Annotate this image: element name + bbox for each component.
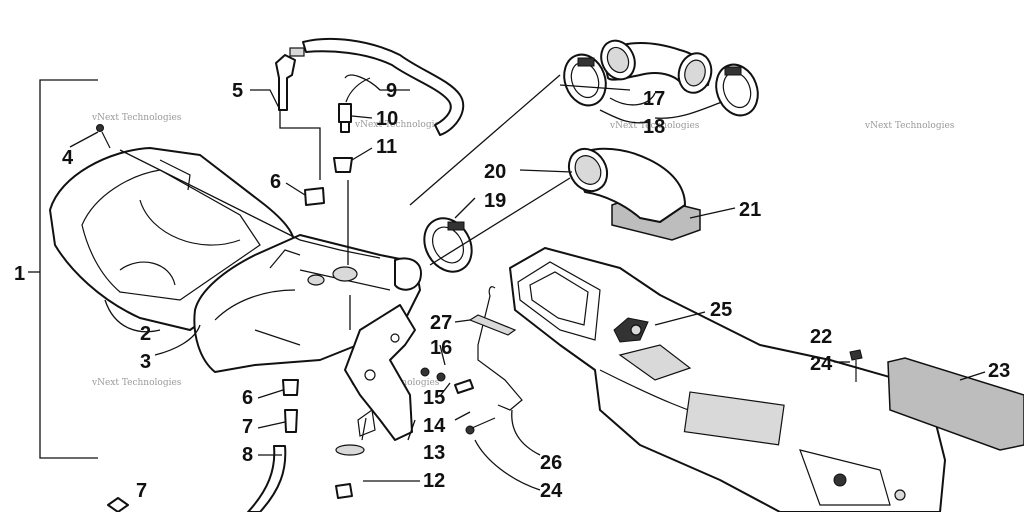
callout-27: 27 <box>430 312 452 334</box>
grommet-6-top <box>304 187 325 206</box>
watermark-4: vNext Technologies <box>864 121 955 131</box>
small-hardware <box>335 367 496 499</box>
callout-6-top: 6 <box>270 171 281 193</box>
foam-pad <box>887 357 1024 451</box>
lower-drain <box>107 379 299 512</box>
callout-13: 13 <box>423 442 445 464</box>
wire-clip <box>477 286 523 411</box>
callout-11: 11 <box>376 136 397 158</box>
watermark-1: vNext Technologies <box>91 113 182 123</box>
callout-5: 5 <box>232 80 243 102</box>
callout-15: 15 <box>423 387 445 409</box>
callout-7-bottom: 7 <box>136 480 147 502</box>
callout-1: 1 <box>14 263 25 285</box>
elbow-boot <box>600 39 713 94</box>
mount-bracket <box>344 304 416 441</box>
callout-24-top: 24 <box>810 353 833 375</box>
grommet-11 <box>333 157 353 173</box>
callout-22: 22 <box>810 326 832 348</box>
elbow-fitting <box>275 47 305 111</box>
callout-24-bottom: 24 <box>540 480 563 502</box>
callout-2: 2 <box>140 323 151 345</box>
screw-4 <box>96 124 111 149</box>
watermark-3: vNext Technologies <box>609 121 700 131</box>
callout-20: 20 <box>484 161 506 183</box>
assembly-bracket <box>39 79 98 459</box>
callout-10: 10 <box>376 108 398 130</box>
callout-9: 9 <box>386 80 397 102</box>
breather-hose <box>302 37 465 136</box>
callout-21: 21 <box>739 199 761 221</box>
callout-19: 19 <box>484 190 506 212</box>
hose-clamps <box>423 53 759 273</box>
callout-6-bottom: 6 <box>242 387 253 409</box>
callout-18: 18 <box>643 116 665 138</box>
screw-24-top <box>849 349 863 382</box>
callout-7-lower: 7 <box>242 416 253 438</box>
intake-silencer <box>509 247 946 512</box>
intake-elbow <box>567 147 701 241</box>
callout-4: 4 <box>62 147 74 169</box>
callout-17: 17 <box>643 88 665 110</box>
callout-16: 16 <box>430 337 452 359</box>
callout-12: 12 <box>423 470 445 492</box>
callout-25: 25 <box>710 299 732 321</box>
watermark-5: vNext Technologies <box>91 378 182 388</box>
leader-lines <box>69 74 986 491</box>
seal-strip <box>468 314 517 336</box>
temp-sensor <box>338 77 371 133</box>
callout-14: 14 <box>423 415 446 437</box>
callout-3: 3 <box>140 351 151 373</box>
callout-26: 26 <box>540 452 562 474</box>
callout-23: 23 <box>988 360 1010 382</box>
callout-8: 8 <box>242 444 253 466</box>
callout-numbers: 1 2 3 4 5 6 6 7 7 8 9 10 11 12 13 14 15 … <box>14 80 1010 502</box>
watermark-2: vNext Technologies <box>354 120 445 130</box>
